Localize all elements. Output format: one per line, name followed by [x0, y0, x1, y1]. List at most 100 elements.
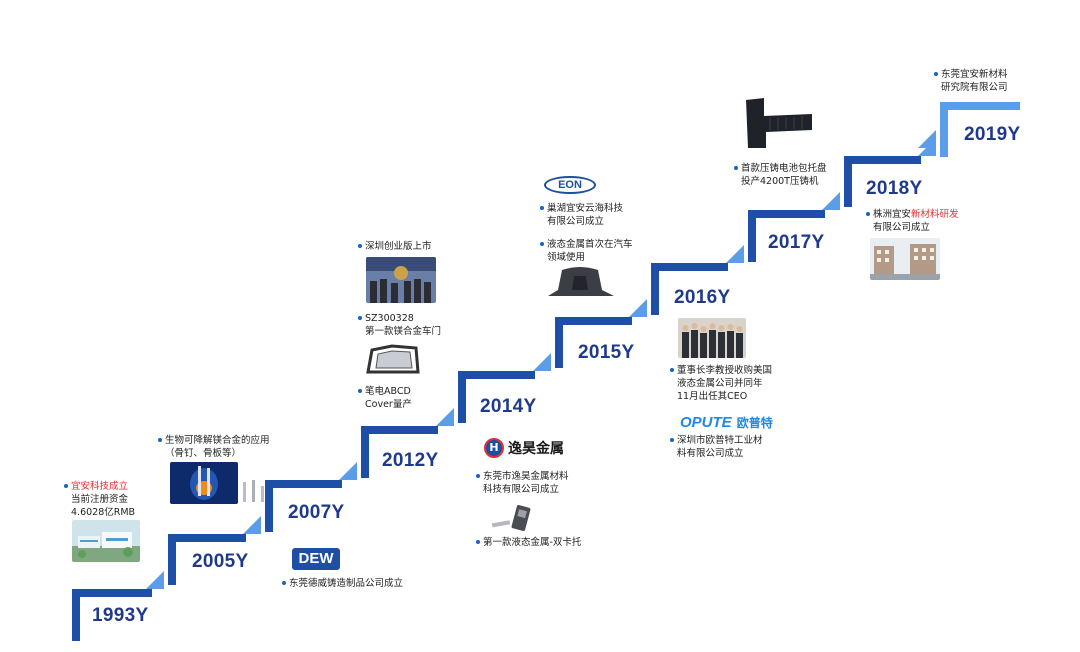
event-2017: 首款压铸电池包托盘 投产4200T压铸机 — [734, 162, 827, 188]
eon-logo: EON — [544, 176, 596, 194]
year-2005: 2005Y — [192, 551, 249, 572]
step-tread — [940, 102, 1020, 110]
event-2016-opute-title: 深圳市欧普特工业材 — [677, 435, 763, 446]
opute-logo-cn: 欧普特 — [736, 416, 773, 430]
event-2012-laptop-line2: Cover量产 — [365, 399, 412, 410]
event-1993-line3: 4.6028亿RMB — [71, 507, 136, 518]
step-tread — [265, 480, 342, 488]
screw-icons — [240, 478, 268, 508]
bullet-icon — [282, 580, 286, 585]
event-2018-highlight: 新材料研发 — [911, 209, 959, 220]
bullet-icon — [358, 315, 362, 320]
bullet-icon — [64, 483, 68, 488]
year-2016: 2016Y — [674, 287, 731, 308]
event-2014-simtray: 第一款液态金属-双卡托 — [476, 536, 581, 549]
step-triangle — [243, 516, 261, 534]
event-2019-title: 东莞宜安新材料 — [941, 69, 1008, 80]
event-2012-door-title: 第一款镁合金车门 — [365, 326, 442, 337]
event-2015-auto-title: 液态金属首次在汽车 — [547, 239, 633, 250]
step-riser — [651, 263, 659, 315]
event-1993-title: 宜安科技成立 — [71, 481, 129, 492]
bullet-icon — [866, 211, 870, 216]
step-riser — [940, 102, 948, 157]
bullet-icon — [158, 437, 162, 442]
step-riser — [555, 317, 563, 368]
event-2005-title: 生物可降解镁合金的应用 — [165, 435, 270, 446]
event-2012-listing-title: 深圳创业版上市 — [365, 241, 432, 252]
dew-logo: DEW — [292, 548, 340, 570]
step-tread — [555, 317, 632, 325]
event-2012-listing: 深圳创业版上市 — [358, 240, 432, 253]
event-1993: 宜安科技成立 当前注册资金 4.6028亿RMB — [64, 480, 135, 519]
year-2017: 2017Y — [768, 232, 825, 253]
event-2015-auto-line2: 领域使用 — [547, 252, 586, 263]
event-2005: 生物可降解镁合金的应用 （骨钉、骨板等） — [158, 434, 270, 460]
step-riser — [844, 156, 852, 207]
event-2016-opute-line2: 料有限公司成立 — [677, 448, 744, 459]
event-2015-company-title: 巢湖宜安云海科技 — [547, 203, 624, 214]
event-2017-title: 首款压铸电池包托盘 — [741, 163, 827, 174]
event-2016-ceo-line2: 液态金属公司并同年 — [677, 378, 763, 389]
event-2012-laptop-title: 笔电ABCD — [365, 386, 411, 397]
event-2015-auto: 液态金属首次在汽车 领域使用 — [540, 238, 633, 264]
event-1993-line2: 当前注册资金 — [71, 494, 129, 505]
step-riser — [265, 480, 273, 532]
bullet-icon — [476, 539, 480, 544]
event-2014-company-line2: 科技有限公司成立 — [483, 484, 560, 495]
event-2012-door-code: SZ300328 — [365, 313, 414, 324]
step-tread — [748, 210, 825, 218]
year-2007: 2007Y — [288, 502, 345, 523]
step-triangle — [533, 353, 551, 371]
zhuzhou-building-photo — [870, 238, 940, 280]
battery-tray-image — [740, 94, 816, 154]
step-triangle — [629, 299, 647, 317]
event-2015-company: 巢湖宜安云海科技 有限公司成立 — [540, 202, 623, 228]
event-2019-line2: 研究院有限公司 — [941, 82, 1008, 93]
step-triangle — [436, 408, 454, 426]
event-2007: 东莞德威铸造制品公司成立 — [282, 577, 403, 590]
yihao-logo-text: 逸昊金属 — [508, 441, 564, 457]
step-riser — [458, 371, 466, 423]
opute-logo: OPUTE 欧普特 — [680, 412, 773, 431]
year-2018: 2018Y — [866, 178, 923, 199]
event-2014-company-title: 东莞市逸昊金属材料 — [483, 471, 569, 482]
event-2016-ceo-title: 董事长李教授收购美国 — [677, 365, 773, 376]
year-2014: 2014Y — [480, 396, 537, 417]
year-2019: 2019Y — [964, 124, 1021, 145]
bullet-icon — [476, 473, 480, 478]
sim-tray-image — [490, 502, 540, 538]
bullet-icon — [670, 437, 674, 442]
yihao-logo-icon: H — [484, 438, 504, 458]
bone-implant-photo — [170, 462, 238, 504]
step-tread — [844, 156, 921, 164]
opute-logo-latin: OPUTE — [680, 414, 732, 431]
event-2014-company: 东莞市逸昊金属材料 科技有限公司成立 — [476, 470, 569, 496]
bullet-icon — [540, 241, 544, 246]
step-tread — [651, 263, 728, 271]
event-2019: 东莞宜安新材料 研究院有限公司 — [934, 68, 1008, 94]
step-triangle — [918, 130, 936, 148]
step-tread — [361, 426, 438, 434]
bullet-icon — [934, 71, 938, 76]
bullet-icon — [358, 243, 362, 248]
step-riser — [168, 534, 176, 585]
event-2012-laptop: 笔电ABCD Cover量产 — [358, 385, 412, 411]
bullet-icon — [358, 388, 362, 393]
bullet-icon — [670, 367, 674, 372]
car-door-image — [362, 342, 422, 382]
step-tread — [458, 371, 535, 379]
event-2007-title: 东莞德威铸造制品公司成立 — [289, 578, 404, 589]
step-tread — [168, 534, 246, 542]
event-2016-ceo: 董事长李教授收购美国 液态金属公司并同年 11月出任其CEO — [670, 364, 772, 403]
event-2016-ceo-line3: 11月出任其CEO — [677, 391, 748, 402]
event-2014-simtray-title: 第一款液态金属-双卡托 — [483, 537, 582, 548]
event-2018-prefix: 株洲宜安 — [873, 209, 912, 220]
factory-aerial-photo — [72, 520, 140, 562]
auto-part-image — [546, 264, 616, 304]
event-2015-company-line2: 有限公司成立 — [547, 216, 605, 227]
event-2005-line2: （骨钉、骨板等） — [165, 448, 242, 459]
step-triangle — [339, 462, 357, 480]
step-tread — [72, 589, 152, 597]
bullet-icon — [540, 205, 544, 210]
step-riser — [361, 426, 369, 478]
